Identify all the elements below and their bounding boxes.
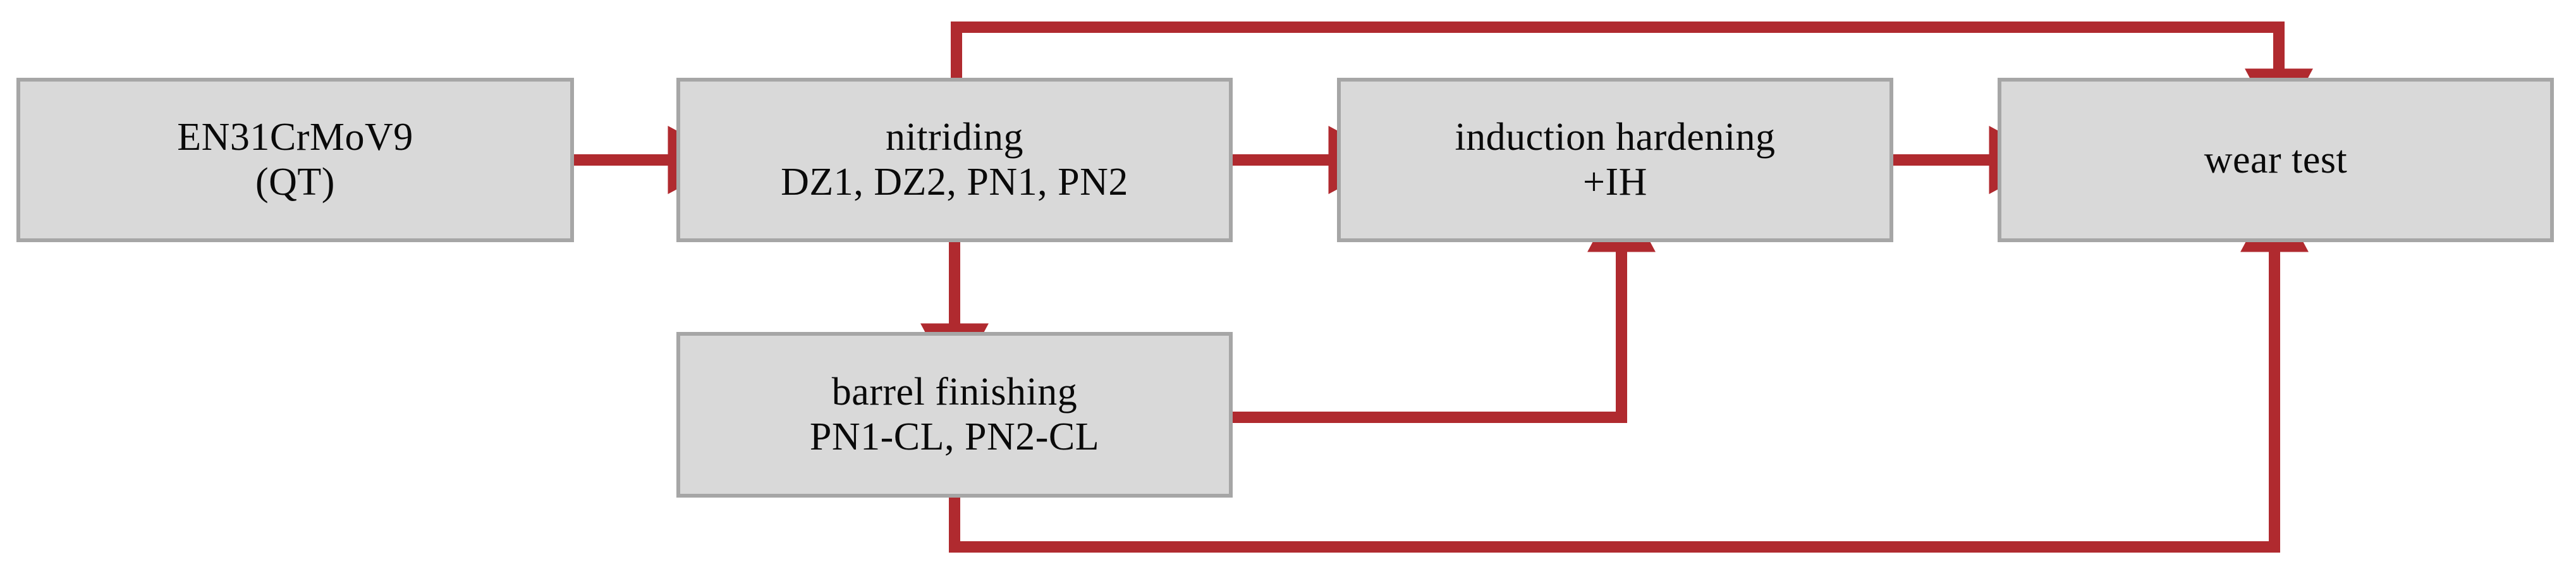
- node-wear-test-line-1: wear test: [2204, 138, 2348, 181]
- node-induction-hardening[interactable]: induction hardening +IH: [1337, 78, 1893, 242]
- node-base-material-line-2: (QT): [255, 161, 335, 204]
- node-nitriding-line-2: DZ1, DZ2, PN1, PN2: [781, 161, 1128, 204]
- node-base-material[interactable]: EN31CrMoV9 (QT): [16, 78, 574, 242]
- node-barrel-finishing-line-2: PN1-CL, PN2-CL: [809, 415, 1100, 458]
- node-barrel-finishing[interactable]: barrel finishing PN1-CL, PN2-CL: [676, 332, 1233, 498]
- node-nitriding[interactable]: nitriding DZ1, DZ2, PN1, PN2: [676, 78, 1233, 242]
- connector-nitriding-to-weartest-top: [951, 21, 2313, 133]
- node-nitriding-line-1: nitriding: [885, 116, 1024, 159]
- node-induction-hardening-line-2: +IH: [1583, 161, 1647, 204]
- node-barrel-finishing-line-1: barrel finishing: [831, 371, 1078, 414]
- connector-barrel-to-weartest-bottom: [949, 188, 2309, 553]
- connector-barrel-to-induction: [1233, 188, 1656, 423]
- node-wear-test[interactable]: wear test: [1998, 78, 2554, 242]
- node-base-material-line-1: EN31CrMoV9: [177, 116, 413, 159]
- node-induction-hardening-line-1: induction hardening: [1455, 116, 1776, 159]
